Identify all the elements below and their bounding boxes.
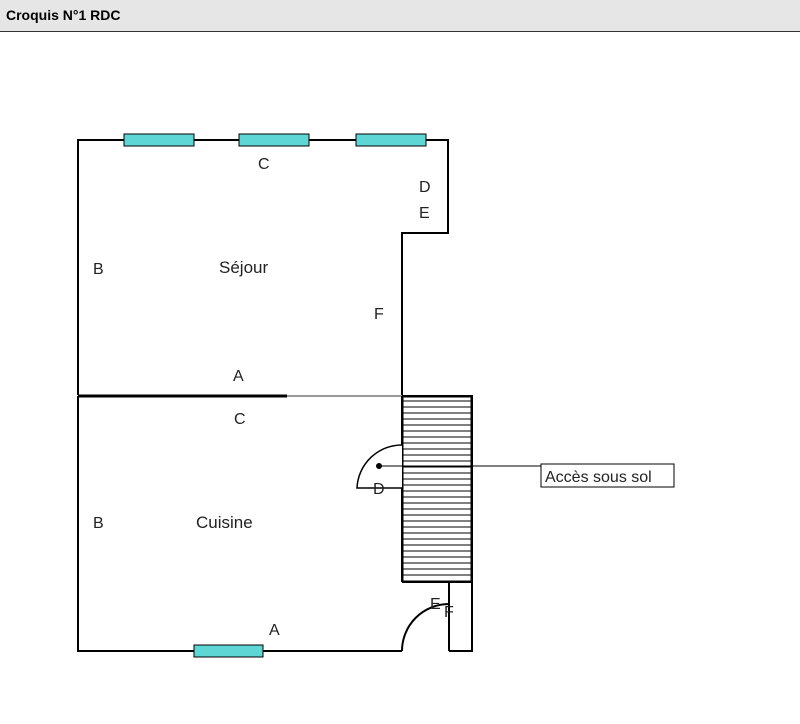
stairs-label-box — [540, 463, 675, 488]
cuisine-wall-b: B — [93, 515, 104, 532]
sejour-wall-f: F — [374, 306, 384, 323]
sejour-wall-b: B — [93, 261, 104, 278]
entrance-door — [401, 602, 450, 652]
window-sejour-1 — [123, 133, 195, 147]
cuisine-wall-e: E — [430, 596, 441, 613]
sejour-wall-c: C — [258, 156, 270, 173]
cuisine-wall-c: C — [234, 411, 246, 428]
sejour-wall-d: D — [419, 179, 431, 196]
title-bar: Croquis N°1 RDC — [0, 0, 800, 32]
cuisine-wall-a: A — [269, 622, 280, 639]
cuisine-walls — [77, 395, 473, 652]
window-sejour-3 — [355, 133, 427, 147]
room-name-cuisine: Cuisine — [196, 513, 253, 532]
sejour-wall-e: E — [419, 205, 430, 222]
room-name-sejour: Séjour — [219, 258, 268, 277]
page-title: Croquis N°1 RDC — [6, 7, 121, 23]
window-sejour-2 — [238, 133, 310, 147]
sejour-walls — [77, 139, 449, 395]
cuisine-wall-f: F — [444, 604, 454, 621]
stairs-label: Accès sous sol — [545, 469, 652, 486]
sejour-wall-a: A — [233, 368, 244, 385]
windows — [123, 133, 427, 658]
cuisine-wall-d: D — [373, 481, 385, 498]
staircase — [402, 396, 472, 582]
window-cuisine-1 — [193, 644, 264, 658]
